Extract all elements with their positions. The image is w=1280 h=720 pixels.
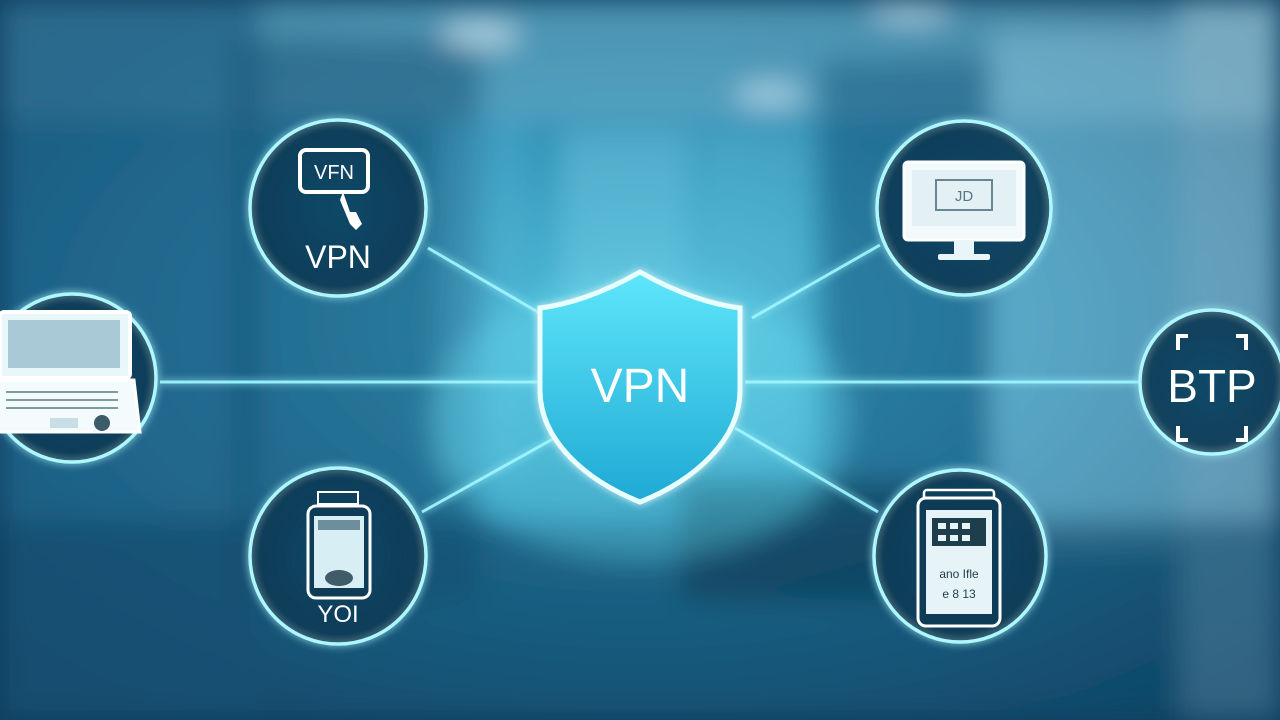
btp-icon: BTP bbox=[1167, 334, 1257, 442]
link-bottom-right bbox=[734, 426, 879, 514]
node-right-label: BTP bbox=[1167, 360, 1256, 412]
node-top-left bbox=[248, 118, 428, 298]
vpn-key-icon: VFN VPN bbox=[298, 148, 371, 275]
shield-label: VPN bbox=[591, 360, 690, 413]
phone-text-line2: e 8 13 bbox=[942, 587, 976, 601]
smartphone-icon: YOI bbox=[306, 491, 372, 628]
node-bottom-left-label: YOI bbox=[317, 601, 358, 628]
laptop-icon bbox=[0, 310, 142, 434]
vpn-key-screen-text: VFN bbox=[314, 162, 354, 184]
link-bottom-left bbox=[421, 433, 561, 514]
phone-text-line1: ano Ifle bbox=[939, 567, 979, 581]
node-top-left-label: VPN bbox=[305, 239, 371, 275]
monitor-screen-text: JD bbox=[955, 188, 974, 205]
mobile-phone-icon: ano Ifle e 8 13 bbox=[916, 488, 1002, 628]
link-top-left bbox=[427, 246, 549, 320]
connection-lines bbox=[160, 243, 1142, 514]
desktop-monitor-icon: JD bbox=[902, 160, 1026, 260]
link-top-right bbox=[751, 243, 881, 320]
vpn-shield: VPN bbox=[537, 269, 743, 505]
